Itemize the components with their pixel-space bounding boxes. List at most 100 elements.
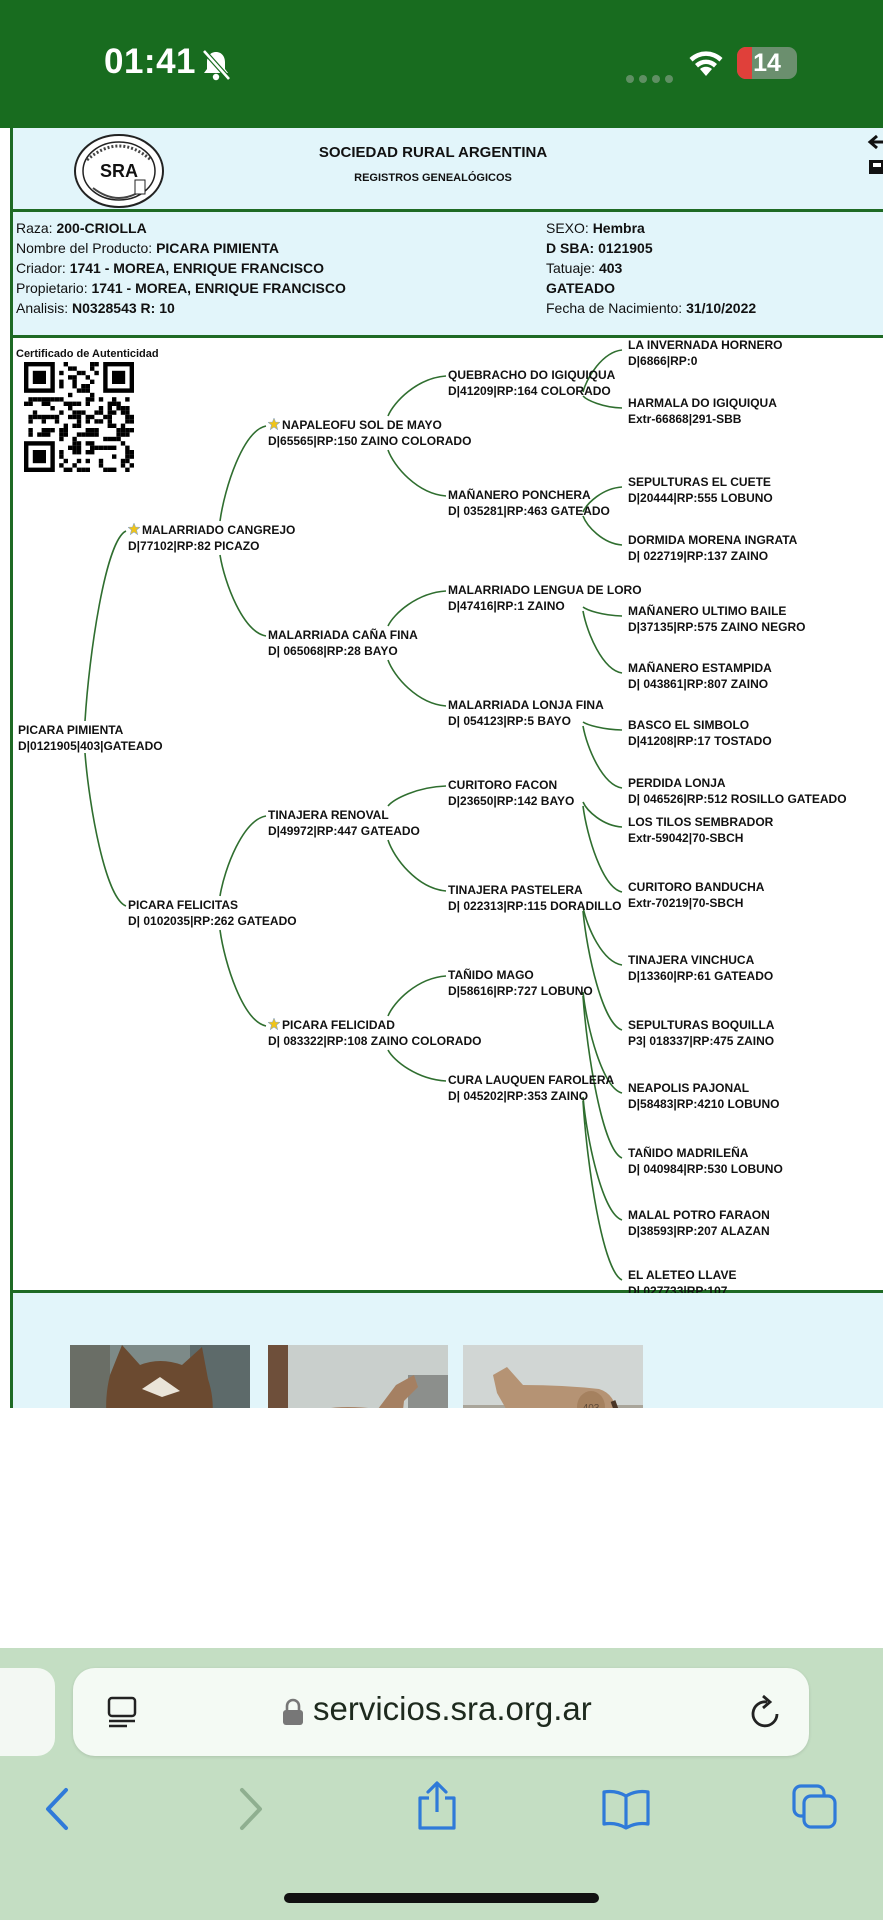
wifi-icon — [689, 51, 723, 76]
pedigree-document: SRA SOCIEDAD RURAL ARGENTINA REGISTROS G… — [0, 128, 883, 1648]
horse-name: MALARRIADA CAÑA FINA — [268, 628, 418, 642]
horse-registration: D| 040984|RP:530 LOBUNO — [628, 1161, 783, 1176]
horse-name: HARMALA DO IGIQUIQUA — [628, 396, 777, 410]
pedigree-link — [582, 610, 623, 674]
horse-registration: D|65565|RP:150 ZAINO COLORADO — [268, 433, 472, 448]
forward-icon[interactable] — [236, 1786, 266, 1832]
url-text[interactable]: servicios.sra.org.ar — [313, 1690, 592, 1727]
pedigree-link — [582, 725, 623, 789]
horse-registration: D| 046526|RP:512 ROSILLO GATEADO — [628, 791, 847, 806]
horse-registration: D| 0102035|RP:262 GATEADO — [128, 913, 297, 928]
horse-name: TAÑIDO MADRILEÑA — [628, 1146, 749, 1160]
pedigree-link — [387, 659, 447, 707]
tabs-icon[interactable] — [792, 1784, 838, 1830]
horse-name: PICARA PIMIENTA — [18, 723, 124, 737]
award-star-icon — [128, 523, 140, 535]
horse-name: TINAJERA RENOVAL — [268, 808, 389, 822]
horse-registration: D|38593|RP:207 ALAZAN — [628, 1223, 770, 1238]
horse-registration: Extr-70219|70-SBCH — [628, 895, 744, 910]
pedigree-link — [84, 752, 127, 907]
horse-name: PICARA FELICIDAD — [282, 1018, 395, 1032]
horse-registration: D| 022313|RP:115 DORADILLO — [448, 898, 622, 913]
pedigree-lines — [84, 349, 623, 1281]
horse-name: MAÑANERO PONCHERA — [448, 488, 591, 502]
horse-name: TAÑIDO MAGO — [448, 968, 534, 982]
organization-subtitle: REGISTROS GENEALÓGICOS — [354, 172, 512, 184]
award-star-icon — [268, 1018, 280, 1030]
back-icon[interactable] — [42, 1786, 72, 1832]
nacimiento-row: Fecha de Nacimiento: 31/10/2022 — [546, 300, 757, 316]
bookmarks-icon[interactable] — [601, 1788, 651, 1830]
pedigree-link — [387, 590, 447, 627]
horse-registration: D| 054123|RP:5 BAYO — [448, 713, 571, 728]
horse-name: MAÑANERO ESTAMPIDA — [628, 661, 772, 675]
horse-name: MALARRIADO LENGUA DE LORO — [448, 583, 642, 597]
horse-name: SEPULTURAS BOQUILLA — [628, 1018, 775, 1032]
pedigree-link — [387, 785, 447, 807]
reload-icon[interactable] — [749, 1694, 783, 1730]
page-blank-area — [0, 1408, 883, 1648]
tatuaje-row: Tatuaje: 403 — [546, 260, 623, 276]
pedigree-link — [582, 906, 623, 966]
previous-tab-card[interactable] — [0, 1668, 55, 1756]
pedigree-link — [387, 449, 447, 497]
horse-registration: D| 022719|RP:137 ZAINO — [628, 548, 769, 563]
pedigree-link — [582, 910, 623, 1031]
horse-name: TINAJERA VINCHUCA — [628, 953, 755, 967]
horse-registration: Extr-66868|291-SBB — [628, 411, 742, 426]
horse-registration: D|47416|RP:1 ZAINO — [448, 598, 565, 613]
pedigree-link — [582, 991, 623, 1094]
horse-registration: D| 045202|RP:353 ZAINO — [448, 1088, 589, 1103]
sba-row: D SBA: 0121905 — [546, 240, 653, 256]
horse-name: DORMIDA MORENA INGRATA — [628, 533, 798, 547]
home-indicator — [284, 1893, 599, 1903]
document-header: SRA SOCIEDAD RURAL ARGENTINA REGISTROS G… — [10, 128, 883, 212]
address-bar[interactable]: servicios.sra.org.ar — [73, 1668, 809, 1756]
qr-code[interactable] — [24, 362, 134, 472]
horse-name: LOS TILOS SEMBRADOR — [628, 815, 774, 829]
horse-name: SEPULTURAS EL CUETE — [628, 475, 771, 489]
certificate-label: Certificado de Autenticidad — [16, 348, 159, 360]
sexo-row: SEXO: Hembra — [546, 220, 645, 236]
horse-name: QUEBRACHO DO IGIQUIQUA — [448, 368, 616, 382]
horse-registration: D|41208|RP:17 TOSTADO — [628, 733, 772, 748]
back-arrow-icon[interactable] — [859, 128, 883, 188]
reader-icon[interactable] — [107, 1696, 137, 1728]
signal-icon — [626, 70, 678, 88]
pedigree-link — [582, 486, 623, 513]
horse-registration: D|49972|RP:447 GATEADO — [268, 823, 420, 838]
horse-registration: D|23650|RP:142 BAYO — [448, 793, 575, 808]
share-icon[interactable] — [416, 1780, 458, 1832]
horse-registration: D|77102|RP:82 PICAZO — [128, 538, 260, 553]
